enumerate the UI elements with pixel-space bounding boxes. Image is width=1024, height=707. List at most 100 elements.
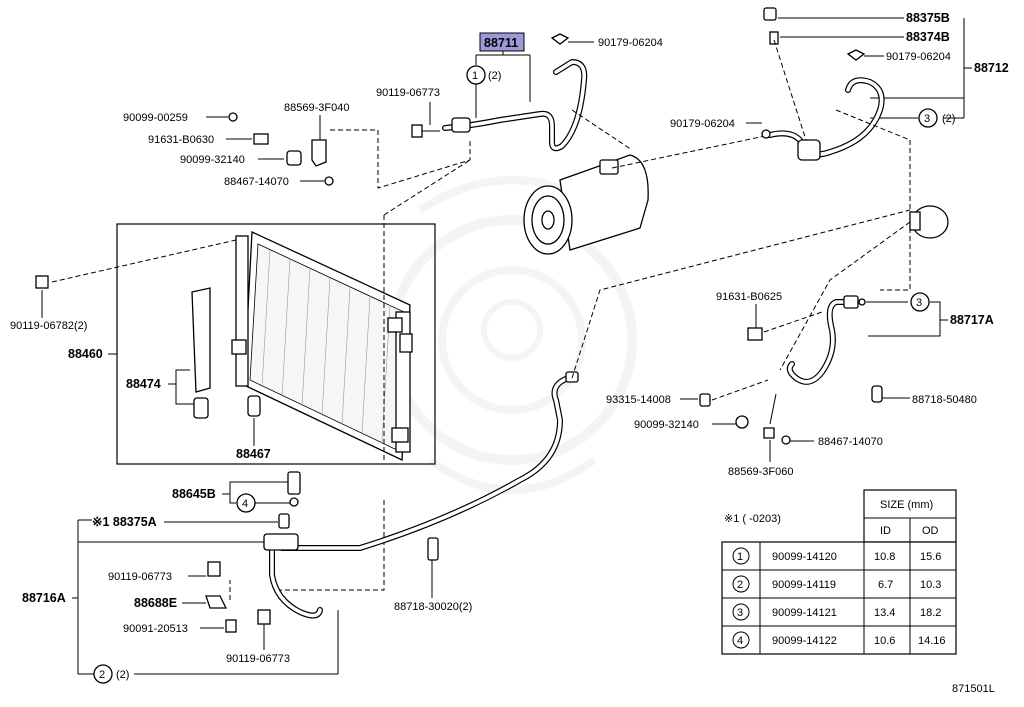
label-93315-14008[interactable]: 93315-14008	[606, 394, 671, 406]
receiver-88474	[191, 287, 211, 393]
callout-3-text: 3	[924, 113, 930, 125]
row-part[interactable]: 90099-14120	[772, 551, 837, 563]
bracket-icon	[311, 139, 327, 167]
label-88716A[interactable]: 88716A	[22, 591, 66, 605]
grommet-icon	[286, 150, 302, 166]
label-88718-30020[interactable]: 88718-30020(2)	[394, 601, 472, 613]
label-90119-06782[interactable]: 90119-06782(2)	[10, 320, 87, 332]
valve-core-88374B	[769, 31, 779, 45]
hose-fitting	[451, 117, 471, 133]
callout-4-text: 4	[242, 498, 248, 510]
label-91631-B0630[interactable]: 91631-B0630	[148, 134, 214, 146]
callout-1-text: 1	[472, 70, 478, 82]
row-id: 13.4	[874, 607, 895, 619]
grommet-14008	[699, 393, 711, 407]
qty-label: (2)	[116, 669, 129, 681]
row-od: 18.2	[920, 607, 941, 619]
row-num: 3	[737, 607, 743, 619]
table-col-od: OD	[922, 525, 939, 537]
row-id: 10.8	[874, 551, 895, 563]
label-88569-3F040[interactable]: 88569-3F040	[284, 102, 349, 114]
valve-cap-88375A	[278, 513, 290, 529]
row-part[interactable]: 90099-14122	[772, 635, 837, 647]
hose-88711	[442, 59, 588, 152]
row-num: 4	[737, 635, 743, 647]
label-88717A[interactable]: 88717A	[950, 313, 994, 327]
table-row: 1 90099-14120 10.8 15.6	[732, 547, 941, 565]
label-88569-3F060[interactable]: 88569-3F060	[728, 466, 793, 478]
washer-icon	[228, 112, 238, 122]
washer-32140	[735, 415, 749, 429]
bracket-88569-3F060	[763, 427, 775, 439]
ac-compressor	[523, 154, 649, 255]
label-88688E[interactable]: 88688E	[134, 596, 177, 610]
label-88645B[interactable]: 88645B	[172, 487, 216, 501]
label-88375A[interactable]: ※1 88375A	[92, 515, 157, 529]
row-id: 10.6	[874, 635, 895, 647]
condenser-group-box	[116, 223, 436, 465]
label-90179-06204-right[interactable]: 90179-06204	[886, 51, 951, 63]
row-od: 15.6	[920, 551, 941, 563]
label-90091-20513[interactable]: 90091-20513	[123, 623, 188, 635]
qty-label: (2)	[488, 70, 501, 82]
nut-icon	[550, 33, 570, 45]
part-highlight-88711	[479, 32, 525, 52]
label-88711[interactable]: 88711	[484, 36, 518, 50]
row-part[interactable]: 90099-14121	[772, 607, 837, 619]
label-88375B[interactable]: 88375B	[906, 11, 950, 25]
label-90119-06773-mid[interactable]: 90119-06773	[108, 571, 172, 583]
clip-icon	[324, 176, 334, 186]
screw-icon	[253, 133, 269, 145]
bolt-icon-bottom	[257, 609, 271, 625]
row-part[interactable]: 90099-14119	[772, 579, 836, 591]
table-row: 3 90099-14121 13.4 18.2	[732, 603, 941, 621]
label-90099-32140-left[interactable]: 90099-32140	[180, 154, 245, 166]
callout-2-text: 2	[99, 669, 105, 681]
bolt-icon	[411, 124, 423, 138]
bolt-icon-06782	[35, 275, 49, 289]
switch-88645B	[287, 471, 301, 495]
qty-label: (2)	[942, 113, 955, 125]
label-90179-06204-mid[interactable]: 90179-06204	[670, 118, 735, 130]
label-91631-B0625[interactable]: 91631-B0625	[716, 291, 782, 303]
label-88374B[interactable]: 88374B	[906, 30, 950, 44]
row-num: 2	[737, 579, 743, 591]
label-88467-14070-right[interactable]: 88467-14070	[818, 436, 883, 448]
label-88718-50480[interactable]: 88718-50480	[912, 394, 977, 406]
row-od: 10.3	[920, 579, 941, 591]
label-90119-06773-top[interactable]: 90119-06773	[376, 87, 440, 99]
row-num: 1	[737, 551, 743, 563]
label-88460[interactable]: 88460	[68, 347, 103, 361]
label-88467[interactable]: 88467	[236, 447, 271, 461]
watermark-emblem	[387, 176, 637, 494]
label-90119-06773-bottom[interactable]: 90119-06773	[226, 653, 290, 665]
hose-88712	[767, 77, 885, 158]
callout-3-text: 3	[916, 297, 922, 309]
label-88712[interactable]: 88712	[974, 61, 1009, 75]
clamp-88718-50480	[871, 385, 883, 403]
label-90099-32140-right[interactable]: 90099-32140	[634, 419, 699, 431]
table-row: 4 90099-14122 10.6 14.16	[732, 631, 946, 649]
row-id: 6.7	[878, 579, 893, 591]
table-size-header: SIZE (mm)	[880, 499, 933, 511]
pipe-block	[263, 533, 299, 551]
row-od: 14.16	[918, 635, 946, 647]
label-90179-06204-top[interactable]: 90179-06204	[598, 37, 663, 49]
condenser-88460	[231, 231, 413, 462]
label-88474[interactable]: 88474	[126, 377, 161, 391]
desiccant-88474	[193, 397, 209, 419]
size-table: SIZE (mm) ID OD 1 90099-14120 10.8 15.6 …	[721, 489, 957, 655]
table-col-id: ID	[880, 525, 891, 537]
label-90099-00259[interactable]: 90099-00259	[123, 112, 188, 124]
cap-88375B	[763, 7, 777, 21]
hose-88717A	[786, 299, 851, 385]
screw-icon-20513	[225, 619, 237, 633]
label-88467-14070-left[interactable]: 88467-14070	[224, 176, 289, 188]
clamp-88718-30020	[427, 537, 439, 561]
table-row: 2 90099-14119 6.7 10.3	[732, 575, 941, 593]
screw-icon-B0625	[747, 327, 763, 341]
diagram-id: 871501L	[952, 683, 995, 695]
bracket-88688E	[205, 595, 228, 609]
bolt-icon-mid	[207, 561, 221, 577]
